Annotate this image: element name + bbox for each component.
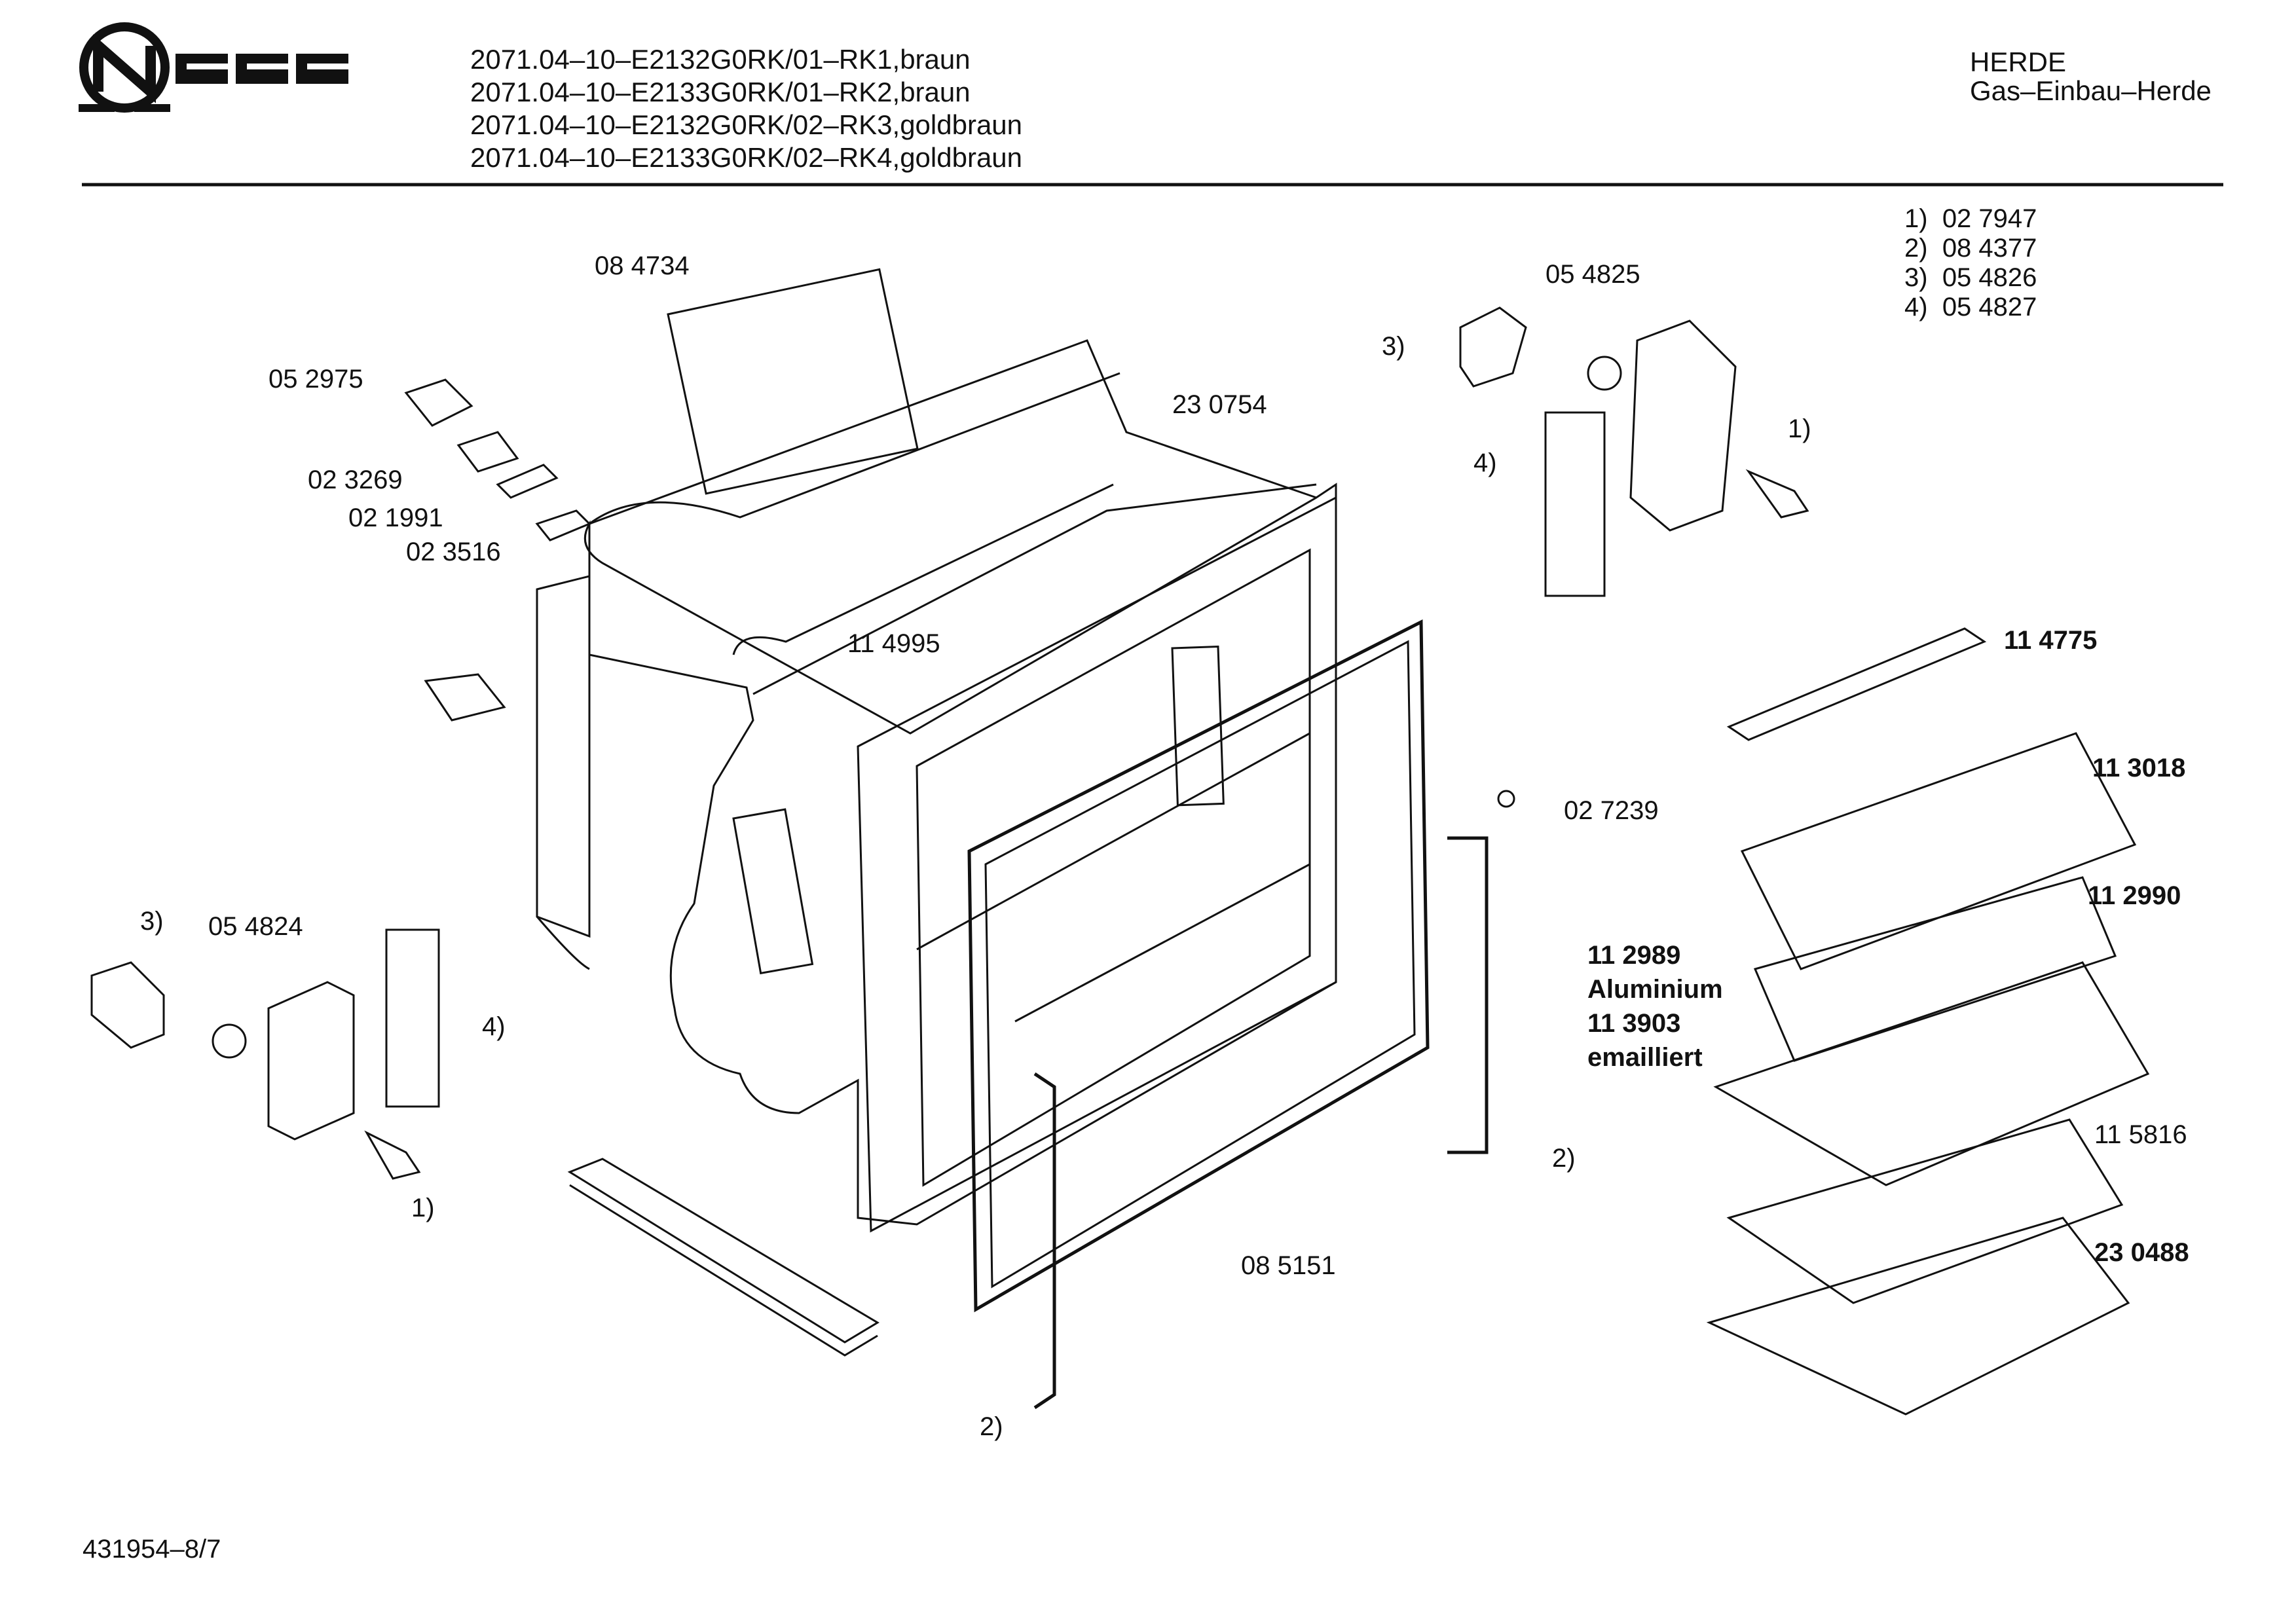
model-line: 2071.04–10–E2132G0RK/01–RK1,braun <box>470 44 971 75</box>
part-label-emailliert: emailliert <box>1587 1043 1703 1072</box>
ref-marker-1-left: 1) <box>411 1194 435 1222</box>
reference-part: 08 4377 <box>1942 234 2037 263</box>
ref-marker-2-bottom: 2) <box>980 1412 1003 1441</box>
ref-marker-1-right: 1) <box>1788 414 1811 443</box>
part-label-084734: 08 4734 <box>595 251 690 280</box>
category-subtitle: Gas–Einbau–Herde <box>1970 75 2212 106</box>
ref-marker-2-right: 2) <box>1552 1144 1576 1173</box>
reference-key: 4) <box>1904 293 1928 321</box>
door-seal-085151 <box>969 622 1428 1310</box>
part-label-054824: 05 4824 <box>208 912 303 941</box>
ref-marker-4-right: 4) <box>1473 449 1497 477</box>
document-number: 431954–8/7 <box>83 1535 221 1564</box>
front-frame-114995 <box>733 498 1336 1231</box>
reference-item: 1) 02 7947 <box>1904 204 2037 234</box>
reference-key: 2) <box>1904 234 1928 263</box>
part-label-aluminium: Aluminium <box>1587 975 1723 1004</box>
reference-part: 05 4826 <box>1942 263 2037 292</box>
model-list: 2071.04–10–E2132G0RK/01–RK1,braun 2071.0… <box>470 43 1022 174</box>
model-line: 2071.04–10–E2132G0RK/02–RK3,goldbraun <box>470 109 1023 140</box>
model-line: 2071.04–10–E2133G0RK/01–RK2,braun <box>470 77 971 107</box>
right-tap-assembly <box>1460 308 1807 596</box>
part-label-112989: 11 2989 <box>1587 941 1681 970</box>
part-label-230488: 23 0488 <box>2094 1238 2189 1267</box>
reference-item: 2) 08 4377 <box>1904 234 2037 263</box>
part-label-023516: 02 3516 <box>406 538 501 566</box>
part-label-115816: 11 5816 <box>2094 1120 2187 1149</box>
part-label-052975: 05 2975 <box>268 365 363 394</box>
left-fitting-parts <box>406 269 917 720</box>
part-label-021991: 02 1991 <box>348 504 443 532</box>
reference-key: 1) <box>1904 204 1928 233</box>
part-label-112990: 11 2990 <box>2088 881 2181 910</box>
part-label-023269: 02 3269 <box>308 466 403 494</box>
part-label-114775: 11 4775 <box>2004 626 2098 655</box>
category-title: HERDE <box>1970 46 2067 77</box>
part-label-114995: 11 4995 <box>847 629 940 658</box>
bottom-rail <box>570 1159 878 1355</box>
part-label-054825: 05 4825 <box>1546 260 1640 289</box>
ref-marker-3-right: 3) <box>1382 332 1405 361</box>
left-tap-assembly <box>92 930 439 1179</box>
model-line: 2071.04–10–E2133G0RK/02–RK4,goldbraun <box>470 142 1023 173</box>
reference-part: 05 4827 <box>1942 293 2037 321</box>
neff-logo <box>79 27 348 108</box>
reference-part: 02 7947 <box>1942 204 2037 233</box>
part-label-230754: 23 0754 <box>1172 390 1267 419</box>
part-label-085151: 08 5151 <box>1241 1251 1336 1280</box>
part-label-113903: 11 3903 <box>1587 1009 1681 1038</box>
reference-list: 1) 02 7947 2) 08 4377 3) 05 4826 4) 05 4… <box>1904 204 2037 322</box>
door-handles <box>1035 791 1514 1408</box>
reference-key: 3) <box>1904 263 1928 292</box>
category-block: HERDE Gas–Einbau–Herde <box>1970 46 2212 107</box>
part-label-027239: 02 7239 <box>1564 796 1659 825</box>
ref-marker-3-left: 3) <box>140 907 164 936</box>
ref-marker-4-left: 4) <box>482 1012 506 1041</box>
oven-housing-230754 <box>537 340 1336 1224</box>
reference-item: 4) 05 4827 <box>1904 293 2037 322</box>
accessories-stack <box>1709 629 2148 1414</box>
part-label-113018: 11 3018 <box>2092 754 2186 782</box>
reference-item: 3) 05 4826 <box>1904 263 2037 293</box>
